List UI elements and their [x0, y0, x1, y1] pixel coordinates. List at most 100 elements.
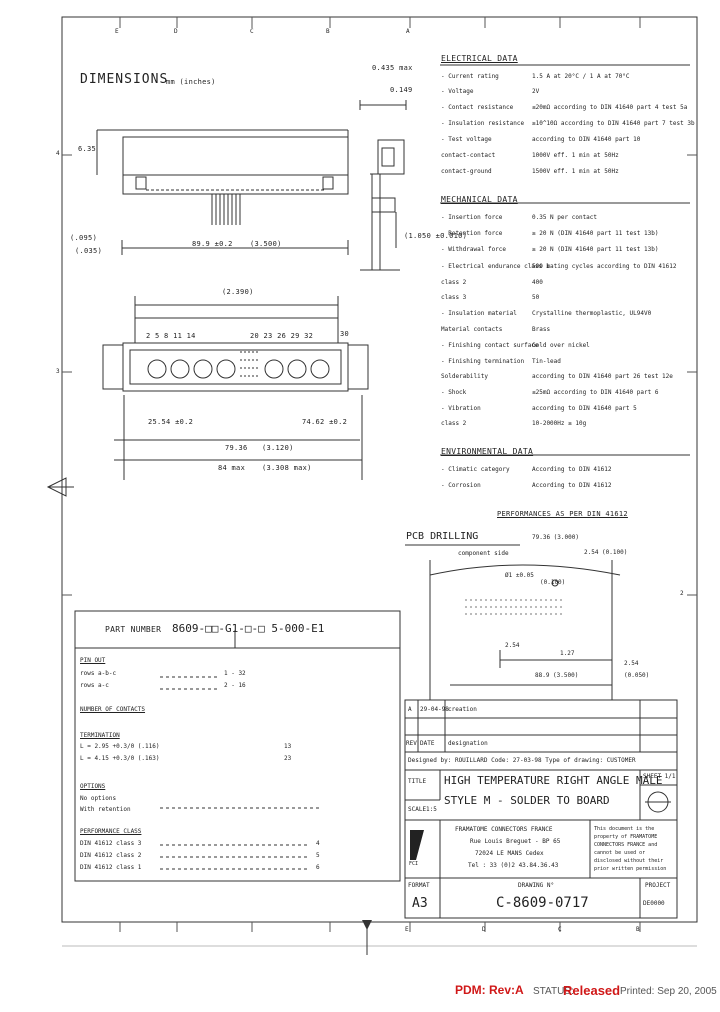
electrical-label: contact-contact	[441, 152, 496, 159]
logo-text: FCI	[409, 861, 419, 867]
performance-class-value: 6	[316, 864, 320, 871]
termination-label: L = 4.15 +0.3/0 (.163)	[80, 755, 160, 762]
termination-label: L = 2.95 +0.3/0 (.116)	[80, 743, 160, 750]
electrical-label: - Voltage	[441, 88, 474, 95]
performance-title: PERFORMANCES AS PER DIN 41612	[497, 510, 628, 518]
part-number-code: 8609-□□-G1-□-□ 5-000-E1	[172, 622, 325, 635]
environmental-value: According to DIN 41612	[532, 466, 612, 473]
mechanical-label: - Electrical endurance class 1	[441, 263, 550, 270]
ref-top-3: C	[250, 28, 254, 35]
status-label: STATUS:	[533, 986, 574, 997]
mechanical-title: MECHANICAL DATA	[441, 195, 518, 204]
electrical-value: 1.5 A at 20°C / 1 A at 70°C	[532, 73, 630, 80]
pcb-dim: 1.27	[560, 650, 575, 657]
dim-0149: 0.149	[390, 86, 413, 94]
mechanical-value: ≥ 20 N (DIN 41640 part 11 test 13b)	[532, 230, 659, 237]
mechanical-label: - Insertion force	[441, 214, 503, 221]
pcb-dim: (0.050)	[624, 672, 650, 679]
rev-cell: A	[408, 706, 412, 713]
performance-class-value: 4	[316, 840, 320, 847]
mechanical-label: - Finishing termination	[441, 358, 525, 365]
mechanical-label: - Retention force	[441, 230, 503, 237]
dim-2390: (2.390)	[222, 288, 254, 296]
rev-header: REV	[406, 740, 417, 747]
electrical-value: 2V	[532, 88, 540, 95]
company-address-2: 72024 LE MANS Cedex	[475, 850, 544, 857]
project-label: PROJECT	[645, 882, 671, 889]
termination-title: TERMINATION	[80, 732, 120, 739]
ref-side-2: 3	[56, 368, 60, 375]
pin-out-title: PIN OUT	[80, 657, 106, 664]
electrical-value: ≥10^10Ω according to DIN 41640 part 7 te…	[532, 120, 695, 127]
mechanical-value: 0.35 N per contact	[532, 214, 598, 221]
electrical-value: ≤20mΩ according to DIN 41640 part 4 test…	[532, 104, 688, 111]
pcb-dim: 79.36 (3.000)	[532, 534, 579, 541]
pcb-dim: 2.54	[624, 660, 639, 667]
pin-out-label: rows a-c	[80, 682, 109, 689]
pdm-rev: PDM: Rev:A	[455, 983, 524, 997]
mechanical-label: Material contacts	[441, 326, 503, 333]
mechanical-value: ≤25mΩ according to DIN 41640 part 6	[532, 389, 659, 396]
scale-label: SCALE	[408, 806, 427, 813]
environmental-title: ENVIRONMENTAL DATA	[441, 447, 534, 456]
performance-class-label: DIN 41612 class 1	[80, 864, 142, 871]
pcb-dim: (0.100)	[540, 579, 566, 586]
dim-3308: (3.308 max)	[262, 464, 312, 472]
sheet-number: SHEET 1/1	[643, 773, 676, 780]
options-title: OPTIONS	[80, 783, 106, 790]
dim-a3: 20 23 26 29 32	[250, 332, 314, 340]
electrical-label: - Insulation resistance	[441, 120, 525, 127]
mechanical-value: 10-2000Hz ≥ 10g	[532, 420, 587, 427]
performance-class-value: 5	[316, 852, 320, 859]
mechanical-value: Gold over nickel	[532, 342, 590, 349]
rev-desc-header: designation	[448, 740, 488, 747]
project-value: DE0000	[643, 900, 665, 907]
mechanical-value: Tin-lead	[532, 358, 561, 365]
mechanical-label: - Insulation material	[441, 310, 517, 317]
pcb-dim: 88.9 (3.500)	[535, 672, 579, 679]
ref-bottom-4: B	[636, 926, 640, 933]
rev-date-header: DATE	[420, 740, 435, 747]
mechanical-label: - Shock	[441, 389, 467, 396]
format-value: A3	[412, 896, 428, 911]
pin-out-label: rows a-b-c	[80, 670, 117, 677]
mechanical-label: Solderability	[441, 373, 488, 380]
options-label: With retention	[80, 806, 131, 813]
title-line-2: STYLE M - SOLDER TO BOARD	[444, 794, 610, 807]
environmental-label: - Corrosion	[441, 482, 481, 489]
pin-out-value: 1 - 32	[224, 670, 246, 677]
drawing-number-label: DRAWING N°	[518, 882, 555, 889]
drawing-number: C-8609-0717	[496, 895, 589, 911]
dim-254: 25.54 ±0.2	[148, 418, 194, 426]
rev-desc: creation	[448, 706, 477, 713]
mechanical-label: - Withdrawal force	[441, 246, 507, 253]
dimensions-title: DIMENSIONS	[80, 72, 169, 87]
pcb-component-side: component side	[458, 550, 509, 557]
mechanical-value: 500 mating cycles according to DIN 41612	[532, 263, 677, 270]
mechanical-label: - Finishing contact surface	[441, 342, 539, 349]
dim-30: 30	[340, 330, 350, 338]
ref-top-1: E	[115, 28, 119, 35]
title-line-1: HIGH TEMPERATURE RIGHT ANGLE MALE	[444, 774, 663, 787]
options-label: No options	[80, 795, 117, 802]
ownership-notice: This document is the property of FRAMATO…	[594, 826, 667, 872]
dim-035: (.035)	[75, 247, 103, 255]
title-label: TITLE	[408, 778, 427, 785]
designed-by: Designed by: ROUILLARD Code: 27-03-98 Ty…	[408, 757, 636, 764]
termination-value: 13	[284, 743, 292, 750]
ref-side-1: 4	[56, 150, 60, 157]
mechanical-label: class 3	[441, 294, 467, 301]
mechanical-value: according to DIN 41640 part 5	[532, 405, 637, 412]
mechanical-value: 50	[532, 294, 540, 301]
contacts-title: NUMBER OF CONTACTS	[80, 706, 146, 713]
electrical-value: 1500V eff. 1 min at 50Hz	[532, 168, 619, 175]
mechanical-value: 400	[532, 279, 543, 286]
dimensions-unit-note: mm (inches)	[166, 78, 216, 86]
fci-logo	[410, 830, 424, 860]
mechanical-label: class 2	[441, 279, 467, 286]
company-name: FRAMATOME CONNECTORS FRANCE	[455, 826, 553, 833]
dim-095: (.095)	[70, 234, 98, 242]
pin-out-value: 2 - 16	[224, 682, 246, 689]
ref-top-4: B	[326, 28, 330, 35]
